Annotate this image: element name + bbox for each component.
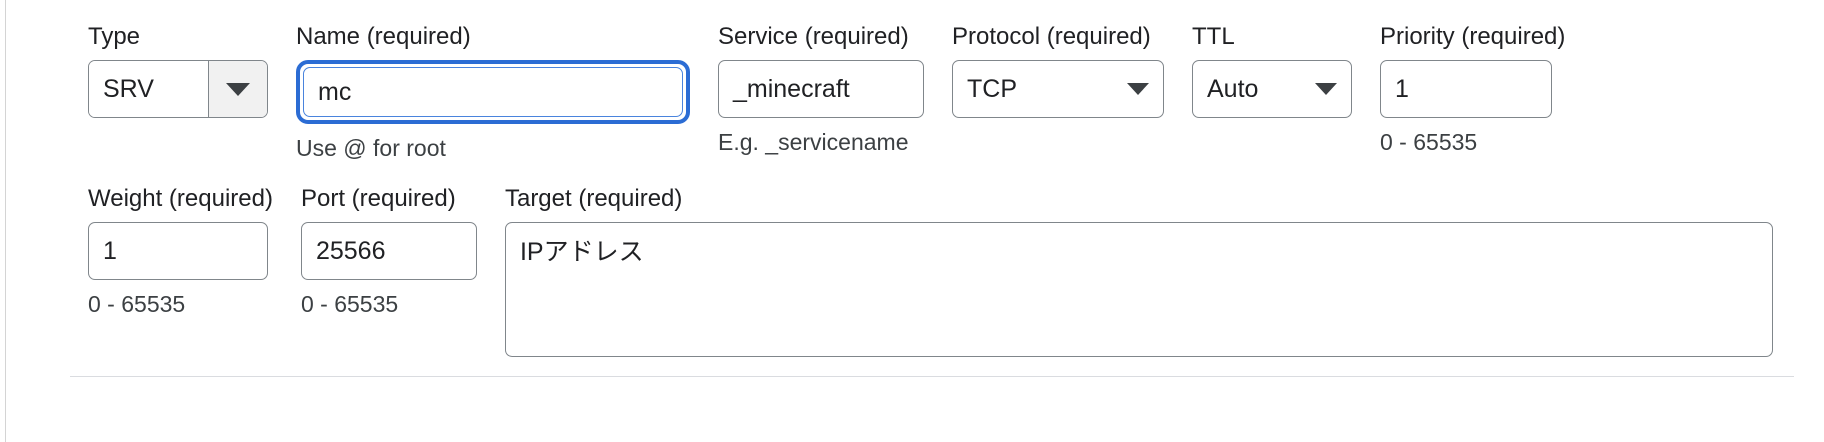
section-divider [70, 376, 1794, 377]
label-type: Type [88, 23, 141, 50]
type-select-button[interactable] [208, 61, 267, 117]
ttl-select[interactable]: Auto [1192, 60, 1352, 118]
label-name: Name (required) [296, 23, 471, 50]
service-input[interactable]: _minecraft [718, 60, 924, 118]
label-ttl: TTL [1192, 23, 1235, 50]
field-type: Type SRV [88, 22, 268, 128]
dns-record-form: Type SRV Name (required) mc Use @ for ro… [88, 0, 1788, 357]
label-port: Port (required) [300, 185, 456, 212]
field-target: Target (required) IPアドレス [504, 184, 1773, 357]
type-select[interactable]: SRV [88, 60, 268, 118]
help-name: Use @ for root [296, 135, 446, 161]
target-textarea[interactable]: IPアドレス [504, 222, 1773, 357]
protocol-select[interactable]: TCP [952, 60, 1164, 118]
form-row-1: Type SRV Name (required) mc Use @ for ro… [88, 22, 1788, 162]
field-protocol: Protocol (required) TCP [952, 22, 1164, 128]
page-left-border [5, 0, 6, 442]
label-protocol: Protocol (required) [952, 23, 1151, 50]
weight-input[interactable]: 1 [88, 222, 268, 280]
field-name: Name (required) mc Use @ for root [296, 22, 690, 162]
chevron-down-icon [226, 82, 250, 96]
protocol-select-value: TCP [967, 74, 1017, 103]
chevron-down-icon [1315, 83, 1337, 95]
field-port: Port (required) 25566 0 - 65535 [300, 184, 477, 318]
form-row-2: Weight (required) 1 0 - 65535 Port (requ… [88, 184, 1788, 357]
label-weight: Weight (required) [88, 185, 273, 212]
field-weight: Weight (required) 1 0 - 65535 [88, 184, 273, 318]
help-priority: 0 - 65535 [1380, 129, 1478, 155]
field-service: Service (required) _minecraft E.g. _serv… [718, 22, 924, 156]
ttl-select-value: Auto [1207, 74, 1259, 103]
port-input[interactable]: 25566 [300, 222, 477, 280]
name-input-focus-ring: mc [296, 60, 690, 124]
chevron-down-icon [1127, 83, 1149, 95]
help-service: E.g. _servicename [718, 129, 909, 155]
label-target: Target (required) [504, 185, 683, 212]
help-weight: 0 - 65535 [88, 291, 186, 317]
help-port: 0 - 65535 [300, 291, 399, 317]
name-input[interactable]: mc [303, 67, 683, 117]
field-ttl: TTL Auto [1192, 22, 1352, 128]
type-select-value: SRV [89, 61, 208, 117]
field-priority: Priority (required) 1 0 - 65535 [1380, 22, 1565, 156]
label-service: Service (required) [718, 23, 909, 50]
priority-input[interactable]: 1 [1380, 60, 1552, 118]
label-priority: Priority (required) [1380, 23, 1566, 50]
